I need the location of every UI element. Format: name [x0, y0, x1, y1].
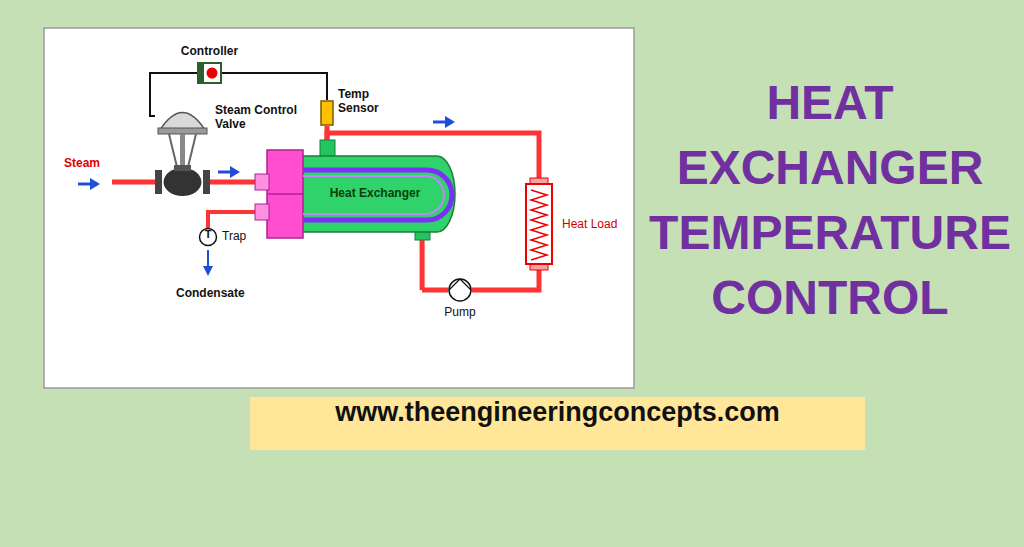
website-banner: www.theengineeringconcepts.com [250, 397, 865, 450]
website-url: www.theengineeringconcepts.com [250, 397, 865, 428]
steam-inlet-pipe [112, 180, 156, 185]
valve-label: Steam Control Valve [215, 103, 310, 131]
heat-exchanger: Heat Exchanger [255, 140, 460, 240]
trap-label: Trap [222, 229, 246, 243]
signal-wire [150, 73, 197, 116]
page-title: HEAT EXCHANGER TEMPERATURE CONTROL [640, 70, 1020, 330]
exchanger-label: Heat Exchanger [300, 186, 450, 200]
trap-symbol-letter: T [199, 228, 217, 240]
heat-load-coil: Heat Load [522, 178, 556, 270]
flow-arrow [218, 166, 240, 178]
steam-control-valve: Steam Control Valve [155, 95, 210, 200]
signal-wire [222, 73, 327, 100]
steam-label: Steam [64, 156, 100, 170]
condensate-pipe [208, 212, 255, 228]
condensate-arrow [203, 250, 213, 276]
heat-load-coil-shape [522, 178, 556, 270]
sensor-label: Temp Sensor [338, 87, 390, 115]
steam-control-valve-shape [155, 95, 210, 200]
pump-label: Pump [438, 305, 482, 319]
steam-trap: TTrap [199, 228, 217, 246]
controller-box-shape [197, 62, 222, 84]
controller-label: Controller [177, 44, 242, 58]
pump-symbol-shape [448, 278, 472, 302]
temp-sensor-shape [320, 100, 334, 126]
controller-box: Controller [197, 62, 222, 84]
flow-arrow [433, 116, 455, 128]
flow-arrow [78, 178, 100, 190]
pump-symbol: Pump [448, 278, 472, 302]
condensate-label: Condensate [176, 286, 245, 300]
diagram-panel [44, 28, 634, 388]
steam-pipe [210, 180, 255, 185]
heat-load-label: Heat Load [562, 217, 617, 231]
process-pipe [422, 240, 448, 290]
temp-sensor: Temp Sensor [320, 100, 334, 126]
process-pipe [472, 270, 539, 290]
